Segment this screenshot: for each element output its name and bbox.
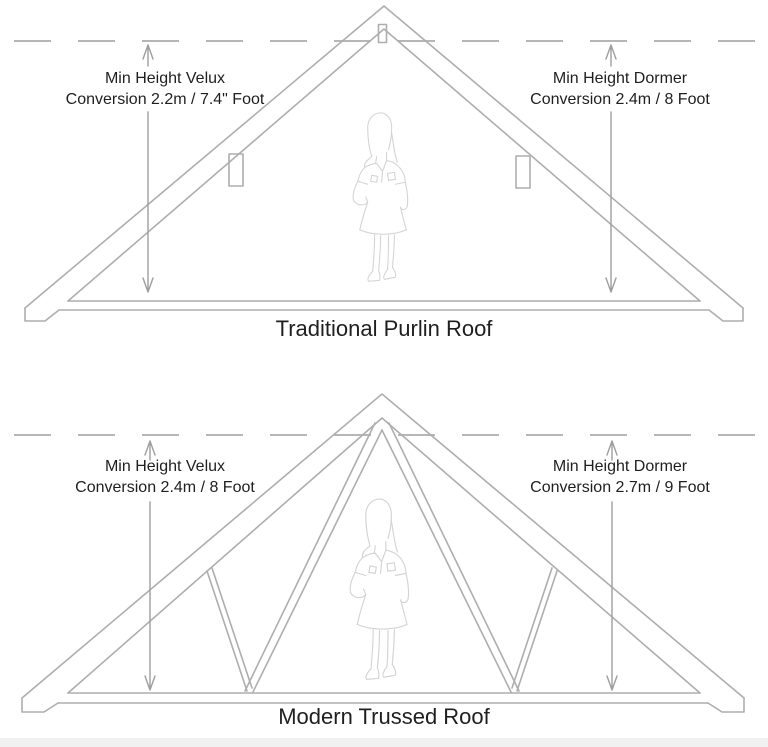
truss-web-members <box>206 567 558 692</box>
dimension-arrow-velux <box>144 440 156 691</box>
roof-structure <box>24 5 744 322</box>
truss-leg-members <box>244 422 520 693</box>
outer-rafter-lines <box>24 5 744 309</box>
footer-strip <box>0 738 768 747</box>
annotation-line: Min Height Dormer <box>552 458 688 475</box>
annotation-dormer-bottom: Min Height Dormer Conversion 2.7m / 9 Fo… <box>490 456 750 498</box>
annotation-velux-top: Min Height Velux Conversion 2.2m / 7.4" … <box>35 68 295 110</box>
dimension-arrow-dormer <box>605 44 617 293</box>
annotation-line: Conversion 2.7m / 9 Foot <box>530 479 710 496</box>
dimension-arrow-velux <box>142 44 154 293</box>
dimension-arrow-dormer <box>606 440 618 691</box>
traditional-purlin-roof-drawing <box>14 5 766 322</box>
bottom-chord-lines <box>57 692 709 704</box>
inner-rafter-lines <box>67 417 701 694</box>
title-modern-trussed-roof: Modern Trussed Roof <box>278 704 490 729</box>
panel-traditional-purlin-roof: Min Height Velux Conversion 2.2m / 7.4" … <box>0 0 768 360</box>
ridge-board <box>377 23 388 44</box>
eave-details <box>24 307 744 322</box>
purlin-strut-left <box>228 153 244 187</box>
outer-rafter-lines <box>21 393 745 699</box>
roof-structure <box>21 393 745 713</box>
annotation-line: Conversion 2.2m / 7.4" Foot <box>65 91 265 108</box>
title-traditional-purlin-roof: Traditional Purlin Roof <box>275 316 493 341</box>
annotation-line: Conversion 2.4m / 8 Foot <box>530 91 710 108</box>
annotation-line: Min Height Velux <box>104 458 226 475</box>
person-figure <box>352 112 409 282</box>
purlin-strut-right <box>515 155 531 189</box>
annotation-line: Min Height Velux <box>104 70 226 87</box>
inner-rafter-lines <box>67 28 701 302</box>
panel-modern-trussed-roof: Min Height Velux Conversion 2.4m / 8 Foo… <box>0 360 768 747</box>
modern-trussed-roof-drawing <box>14 393 766 713</box>
annotation-velux-bottom: Min Height Velux Conversion 2.4m / 8 Foo… <box>35 456 295 498</box>
annotation-line: Min Height Dormer <box>552 70 688 87</box>
person-figure <box>349 498 410 680</box>
eave-details <box>21 697 745 713</box>
annotation-line: Conversion 2.4m / 8 Foot <box>75 479 255 496</box>
annotation-dormer-top: Min Height Dormer Conversion 2.4m / 8 Fo… <box>490 68 750 110</box>
ceiling-joist-lines <box>58 300 710 311</box>
